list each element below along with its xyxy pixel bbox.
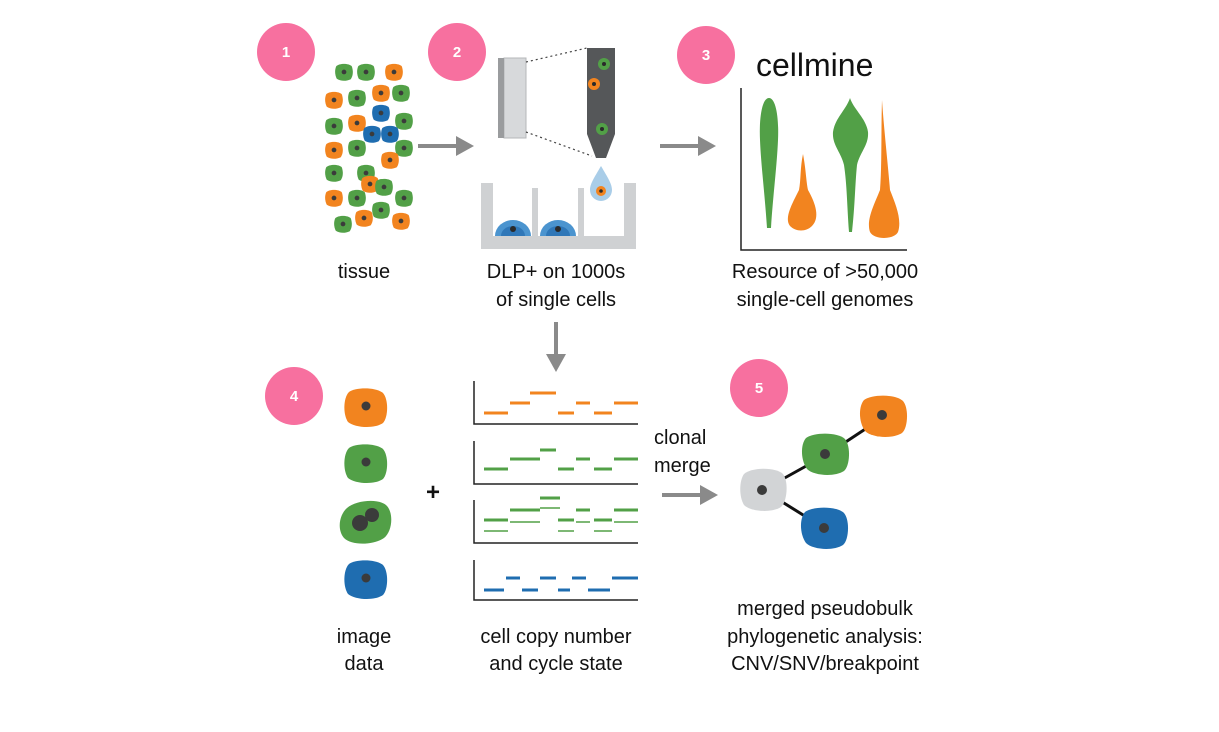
tissue-cell — [325, 117, 343, 135]
track-axis — [473, 441, 638, 485]
step-badge-1: 1 — [257, 23, 315, 81]
image-label-line1: image — [337, 626, 391, 648]
tissue-cell — [325, 164, 343, 182]
svg-text:4: 4 — [290, 388, 299, 405]
arrow-dlp-to-copy-number — [546, 322, 566, 372]
tree-orange-cell — [859, 395, 908, 437]
tissue-cell — [372, 84, 390, 102]
tree-root-gray-cell — [740, 468, 787, 511]
tree-blue-cell — [800, 507, 849, 549]
tissue-cell — [363, 125, 381, 143]
step-badge-2: 2 — [428, 23, 486, 81]
blue-cell-icon — [344, 560, 388, 600]
cellmine-title: cellmine — [756, 47, 873, 83]
microscope-nozzle-icon — [498, 47, 615, 201]
dividing-cell-icon — [339, 500, 392, 544]
violin-plot-icon — [740, 88, 907, 251]
tissue-cell — [381, 125, 399, 143]
clonal-merge-label-line2: merge — [654, 455, 711, 477]
tissue-cell — [325, 91, 343, 109]
tissue-cell — [335, 63, 353, 81]
track-axis — [473, 560, 638, 601]
tissue-cell — [381, 151, 399, 169]
dlp-label-line2: of single cells — [496, 289, 616, 311]
phylogenetic-tree-icon — [740, 395, 908, 549]
resource-label-line1: Resource of >50,000 — [732, 261, 918, 283]
track-axis — [473, 500, 638, 544]
tree-green-cell — [801, 433, 850, 475]
orange-cell-icon — [344, 388, 388, 428]
green-cell-icon — [344, 444, 388, 484]
tissue-cell — [334, 215, 352, 233]
image-data-cells — [339, 388, 392, 600]
merged-label-line2: phylogenetic analysis: — [727, 626, 923, 648]
tissue-cell — [348, 89, 366, 107]
tissue-cell — [325, 189, 343, 207]
tissue-cells-icon — [325, 63, 413, 233]
resource-label-line2: single-cell genomes — [737, 289, 914, 311]
tissue-cell — [325, 141, 343, 159]
tissue-label: tissue — [338, 261, 390, 283]
arrow-dlp-to-cellmine — [660, 136, 716, 156]
track-axis — [473, 381, 638, 425]
step-badge-4: 4 — [265, 367, 323, 425]
tissue-cell — [395, 139, 413, 157]
tissue-cell — [372, 201, 390, 219]
image-label-line2: data — [345, 653, 385, 675]
tissue-cell — [392, 212, 410, 230]
plus-sign: + — [426, 479, 440, 506]
well-plate-icon — [481, 183, 636, 249]
copy-number-label-line2: and cycle state — [489, 653, 622, 675]
tissue-cell — [385, 63, 403, 81]
merged-label-line3: CNV/SNV/breakpoint — [731, 653, 919, 675]
svg-text:2: 2 — [453, 44, 461, 61]
tissue-cell — [372, 104, 390, 122]
svg-text:5: 5 — [755, 380, 763, 397]
tissue-cell — [395, 112, 413, 130]
tissue-cell — [392, 84, 410, 102]
svg-text:3: 3 — [702, 47, 710, 64]
svg-text:1: 1 — [282, 44, 290, 61]
step-badge-3: 3 — [677, 26, 735, 84]
tissue-cell — [395, 189, 413, 207]
arrow-clonal-merge — [662, 485, 718, 505]
tissue-cell — [375, 178, 393, 196]
tissue-cell — [357, 63, 375, 81]
tissue-cell — [348, 114, 366, 132]
dlp-label-line1: DLP+ on 1000s — [487, 261, 625, 283]
tissue-cell — [348, 189, 366, 207]
step-badge-5: 5 — [730, 359, 788, 417]
clonal-merge-label-line1: clonal — [654, 427, 706, 449]
copy-number-label-line1: cell copy number — [480, 626, 632, 648]
tissue-cell — [355, 209, 373, 227]
arrow-tissue-to-dlp — [418, 136, 474, 156]
merged-label-line1: merged pseudobulk — [737, 598, 914, 620]
copy-number-track-icon — [473, 381, 638, 601]
tissue-cell — [361, 175, 379, 193]
tissue-cell — [348, 139, 366, 157]
